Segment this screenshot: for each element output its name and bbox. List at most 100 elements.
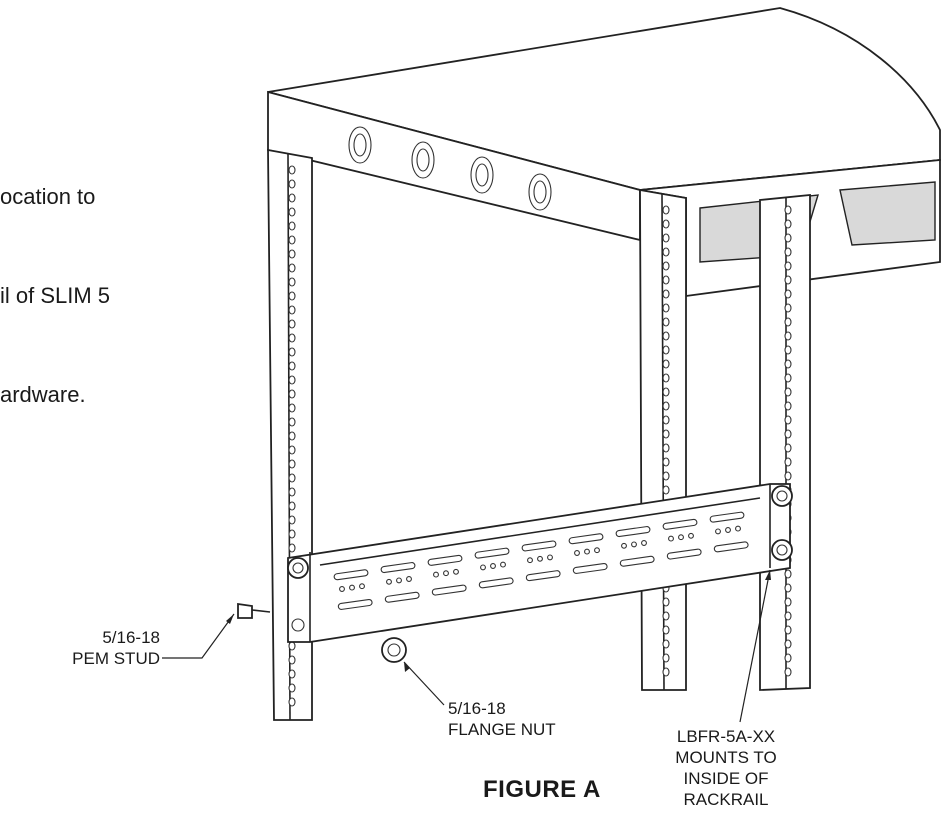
bracket-slot — [521, 540, 557, 552]
bracket-hole — [641, 540, 647, 546]
bracket-slot — [619, 555, 655, 567]
bracket-hole — [443, 570, 449, 577]
rail-hole — [784, 387, 792, 397]
rail-hole — [662, 457, 670, 467]
rail-hole — [662, 205, 670, 215]
rail-hole — [288, 445, 296, 455]
bracket-hole — [688, 532, 694, 539]
bracket-slots — [333, 511, 749, 610]
rail-hole — [288, 263, 296, 273]
bracket-slot — [431, 584, 467, 596]
rail-hole — [288, 543, 296, 553]
leader-lines — [162, 569, 771, 723]
rail-hole — [288, 193, 296, 203]
rail-hole — [288, 697, 296, 707]
rail-hole — [784, 261, 792, 271]
rail-hole — [288, 501, 296, 511]
bracket-slot — [478, 577, 514, 589]
rail-hole — [784, 471, 792, 481]
intro-text: ocation to il of SLIM 5 ardware. — [0, 114, 110, 477]
rail-hole — [784, 457, 792, 467]
bracket-line-4: RACKRAIL — [683, 790, 769, 809]
rail-hole — [288, 403, 296, 413]
rail-hole — [662, 667, 670, 677]
rail-hole — [662, 289, 670, 299]
rail-hole — [662, 597, 670, 607]
rail-hole — [662, 247, 670, 257]
flange-nut — [381, 637, 407, 663]
bracket-hole — [339, 586, 345, 592]
rail-hole — [288, 375, 296, 385]
rail-hole — [288, 487, 296, 497]
rail-hole — [288, 473, 296, 483]
bracket-slot — [337, 598, 373, 610]
bracket-hole — [500, 561, 506, 568]
rail-hole — [784, 569, 792, 579]
rail-hole — [288, 417, 296, 427]
rail-hole — [662, 261, 670, 271]
rail-hole — [662, 471, 670, 481]
bracket-slot — [662, 518, 698, 530]
bracket-hole — [453, 568, 459, 575]
rail-hole — [784, 443, 792, 453]
pem-stud-size: 5/16-18 — [102, 628, 160, 647]
pem-stud-callout: 5/16-18 PEM STUD — [30, 627, 160, 669]
rail-hole — [288, 235, 296, 245]
rail-hole — [784, 345, 792, 355]
bracket-hole — [594, 547, 600, 554]
rack-top-cover — [267, 7, 941, 298]
bracket-slot — [333, 569, 369, 581]
rail-hole — [784, 247, 792, 257]
rail-hole — [784, 331, 792, 341]
intro-line-2: il of SLIM 5 — [0, 283, 111, 308]
rail-hole — [662, 485, 670, 495]
rail-hole — [662, 401, 670, 411]
bracket-hole — [433, 571, 439, 578]
rail-hole — [784, 597, 792, 607]
rail-hole — [662, 639, 670, 649]
rail-hole — [784, 289, 792, 299]
bracket-hole — [621, 542, 627, 549]
bracket-hole — [715, 528, 721, 535]
rail-hole — [288, 179, 296, 189]
flange-nut-callout: 5/16-18 FLANGE NUT — [448, 698, 556, 740]
rail-hole — [662, 429, 670, 439]
rail-hole — [662, 415, 670, 425]
rail-hole — [662, 303, 670, 313]
rail-hole — [662, 219, 670, 229]
bracket-hole — [527, 557, 533, 564]
rail-hole — [784, 429, 792, 439]
bracket-slot — [709, 511, 745, 523]
rail-hole — [662, 387, 670, 397]
bracket-hole — [584, 548, 590, 555]
rail-hole — [662, 611, 670, 621]
rail-hole — [784, 317, 792, 327]
bracket-hole — [386, 578, 392, 585]
bracket-hole — [668, 535, 674, 542]
rail-hole — [784, 667, 792, 677]
bracket-hole — [537, 555, 543, 562]
rail-hole — [662, 233, 670, 243]
rail-hole — [288, 459, 296, 469]
figure-title: FIGURE A — [483, 776, 601, 803]
rail-hole — [784, 611, 792, 621]
rail-hole — [288, 207, 296, 217]
bracket-slot — [525, 570, 561, 582]
bracket-callout: LBFR-5A-XX MOUNTS TO INSIDE OF RACKRAIL — [651, 726, 801, 810]
rail-hole — [288, 347, 296, 357]
rail-hole — [288, 389, 296, 399]
rail-hole — [288, 333, 296, 343]
rail-hole — [784, 415, 792, 425]
bracket-slot — [666, 548, 702, 560]
rail-hole — [288, 655, 296, 665]
rail-hole — [784, 401, 792, 411]
intro-line-3: ardware. — [0, 382, 86, 407]
bracket-slot — [572, 562, 608, 574]
rail-hole — [288, 249, 296, 259]
rail-hole — [288, 165, 296, 175]
rail-hole — [662, 317, 670, 327]
bracket-hole — [725, 527, 731, 533]
rail-hole — [288, 515, 296, 525]
bracket-hole — [678, 534, 684, 541]
